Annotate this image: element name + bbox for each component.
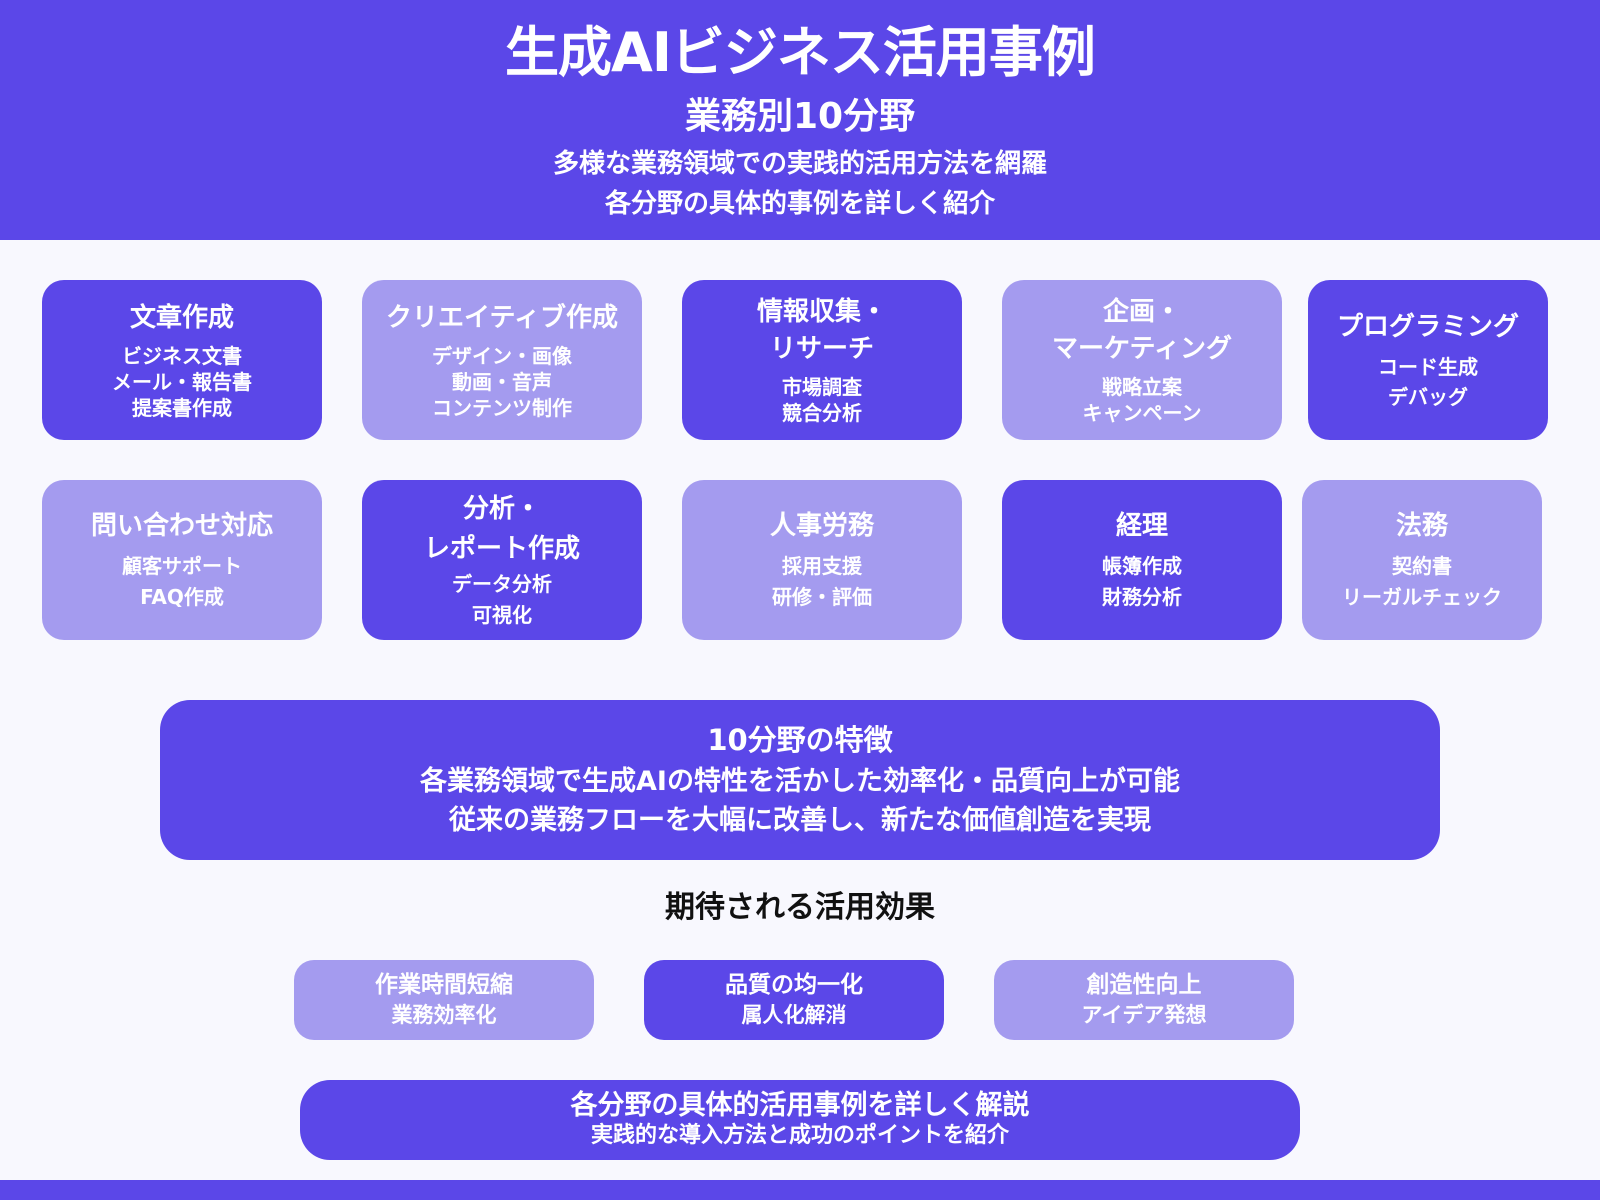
footer-bar [0, 1180, 1600, 1200]
category-title: プログラミング [1336, 311, 1519, 342]
features-line1: 各業務領域で生成AIの特性を活かした効率化・品質向上が可能 [420, 766, 1180, 797]
category-card-research: 情報収集・ リサーチ 市場調査 競合分析 [682, 280, 962, 440]
category-card-legal: 法務 契約書 リーガルチェック [1302, 480, 1542, 640]
effects-title: 期待される活用効果 [665, 890, 935, 925]
category-title: 企画・ マーケティング [1052, 297, 1232, 364]
effect-line1: 創造性向上 [1086, 972, 1202, 998]
bottom-banner: 各分野の具体的活用事例を詳しく解説 実践的な導入方法と成功のポイントを紹介 [300, 1080, 1300, 1160]
features-title: 10分野の特徴 [707, 723, 893, 757]
page-subtitle: 業務別10分野 [684, 96, 916, 137]
category-title: 分析・ レポート作成 [423, 494, 580, 564]
category-card-analysis: 分析・ レポート作成 データ分析 可視化 [362, 480, 642, 640]
category-card-programming: プログラミング コード生成 デバッグ [1308, 280, 1548, 440]
header-description-line1: 多様な業務領域での実践的活用方法を網羅 [552, 149, 1047, 179]
category-items: デザイン・画像 動画・音声 コンテンツ制作 [432, 343, 572, 420]
effect-card-time-saving: 作業時間短縮 業務効率化 [294, 960, 594, 1040]
features-line2: 従来の業務フローを大幅に改善し、新たな価値創造を実現 [449, 805, 1151, 836]
category-title: 文章作成 [129, 302, 234, 333]
effect-line2: アイデア発想 [1081, 1003, 1207, 1027]
category-items: 帳簿作成 財務分析 [1102, 553, 1182, 609]
category-items: コード生成 デバッグ [1378, 354, 1478, 409]
effect-line1: 作業時間短縮 [375, 972, 513, 998]
effect-line2: 属人化解消 [741, 1003, 847, 1027]
banner-line2: 実践的な導入方法と成功のポイントを紹介 [590, 1123, 1009, 1148]
features-panel: 10分野の特徴 各業務領域で生成AIの特性を活かした効率化・品質向上が可能 従来… [160, 700, 1440, 860]
category-title: 人事労務 [769, 510, 874, 541]
page-title: 生成AIビジネス活用事例 [505, 21, 1096, 84]
category-items: 市場調査 競合分析 [782, 375, 862, 425]
category-items: 戦略立案 キャンペーン [1082, 375, 1202, 425]
banner-line1: 各分野の具体的活用事例を詳しく解説 [570, 1090, 1030, 1121]
category-card-marketing: 企画・ マーケティング 戦略立案 キャンペーン [1002, 280, 1282, 440]
effect-card-quality: 品質の均一化 属人化解消 [644, 960, 944, 1040]
effect-line2: 業務効率化 [391, 1003, 497, 1027]
category-card-accounting: 経理 帳簿作成 財務分析 [1002, 480, 1282, 640]
category-title: 情報収集・ リサーチ [756, 297, 887, 364]
category-card-hr: 人事労務 採用支援 研修・評価 [682, 480, 962, 640]
header-description-line2: 各分野の具体的事例を詳しく紹介 [604, 189, 995, 219]
effect-card-creativity: 創造性向上 アイデア発想 [994, 960, 1294, 1040]
category-title: クリエイティブ作成 [386, 302, 618, 333]
category-title: 法務 [1395, 510, 1448, 541]
category-title: 問い合わせ対応 [90, 510, 273, 541]
header: 生成AIビジネス活用事例 業務別10分野 多様な業務領域での実践的活用方法を網羅… [0, 0, 1600, 240]
category-items: ビジネス文書 メール・報告書 提案書作成 [112, 343, 252, 420]
category-items: 契約書 リーガルチェック [1342, 553, 1502, 609]
effect-line1: 品質の均一化 [725, 972, 863, 998]
category-items: 顧客サポート FAQ作成 [122, 553, 242, 609]
category-items: データ分析 可視化 [452, 572, 552, 627]
category-card-writing: 文章作成 ビジネス文書 メール・報告書 提案書作成 [42, 280, 322, 440]
category-card-creative: クリエイティブ作成 デザイン・画像 動画・音声 コンテンツ制作 [362, 280, 642, 440]
category-items: 採用支援 研修・評価 [772, 553, 872, 609]
category-title: 経理 [1115, 510, 1168, 541]
category-card-inquiry: 問い合わせ対応 顧客サポート FAQ作成 [42, 480, 322, 640]
